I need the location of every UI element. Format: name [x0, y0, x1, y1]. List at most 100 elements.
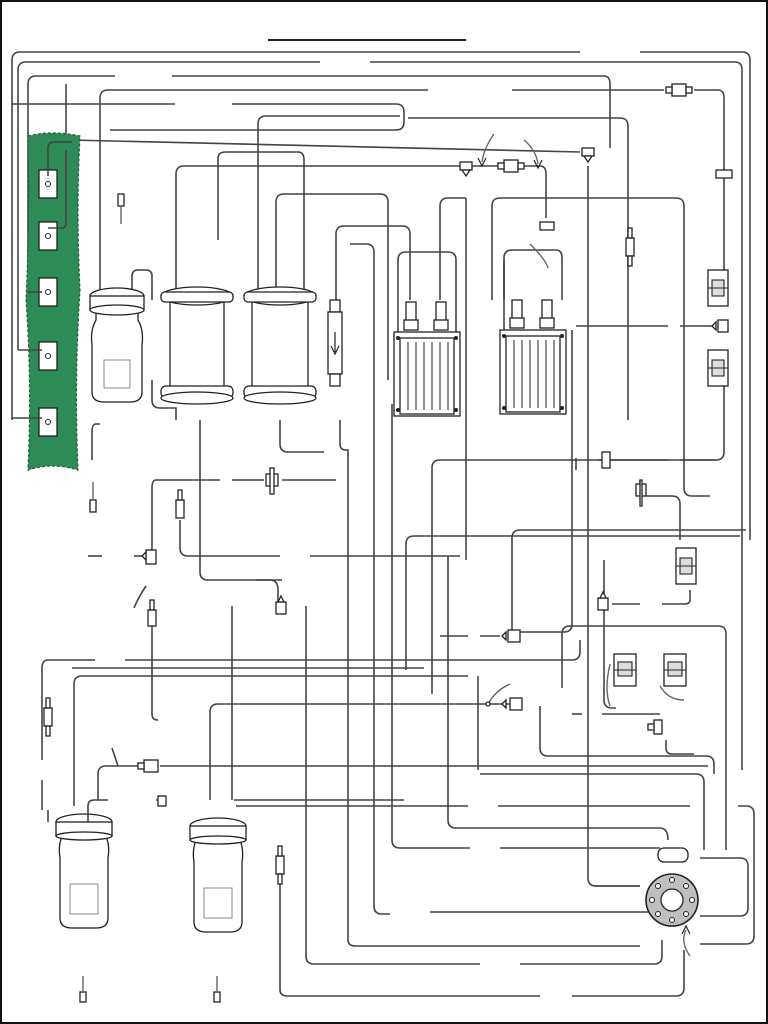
check-valve-left-top	[117, 193, 125, 224]
tube-reservoir-link	[217, 151, 305, 292]
tube-pump-in-4	[305, 606, 480, 965]
tube-reservoir-2-top	[257, 115, 400, 290]
tube-top-loop-3	[370, 61, 743, 770]
panel-tube-1	[47, 141, 72, 176]
small-fittings	[43, 83, 733, 1003]
check-valve-left-bottle	[43, 697, 53, 737]
valve-block-right-1	[707, 269, 729, 307]
fitting-800	[157, 795, 167, 807]
check-valve-top-mid	[497, 159, 525, 173]
tube-filter-1-a	[335, 225, 411, 300]
tee-right-496	[635, 479, 647, 507]
tube-right-return	[431, 380, 725, 694]
valve-block-right-5	[663, 653, 687, 687]
tube-filter-2-out	[514, 330, 573, 633]
tube-res-b-in	[209, 703, 232, 800]
green-panel	[12, 132, 81, 471]
drain-bottom-1	[79, 976, 87, 1003]
tube-stub-curve	[133, 585, 147, 609]
flow-cell	[327, 299, 343, 387]
tube-curve-704	[487, 683, 511, 705]
tube-res-1-out	[199, 420, 282, 581]
tube-long-drop-2	[587, 166, 640, 887]
tube-left-bottle-drop	[41, 659, 49, 760]
flow-arrow-curve-2	[523, 139, 539, 165]
tube-pump-in-6	[279, 880, 540, 997]
tube-h-556-left	[179, 520, 280, 557]
tube-pump-in-5	[520, 940, 663, 965]
check-valve-880	[275, 845, 285, 885]
arrow-head-2-icon	[533, 159, 543, 170]
tube-res-a-stub	[111, 747, 119, 767]
valve-704	[501, 697, 523, 711]
valve-block-right-3	[675, 547, 697, 585]
drain-bottom-2	[213, 976, 221, 1003]
tube-h-756	[539, 706, 715, 774]
tube-right-tee-down	[603, 560, 616, 709]
tee-636	[501, 629, 521, 643]
check-valve-right-drop	[625, 227, 635, 267]
pump-head	[645, 847, 699, 957]
tube-left-tee-up	[151, 479, 157, 552]
tube-reservoir-2-mid	[275, 193, 389, 380]
tube-panel-3	[27, 75, 115, 290]
tube-top-loop-1	[11, 51, 580, 420]
panel-port-4	[38, 341, 58, 371]
tube-long-drop-3	[339, 420, 640, 947]
tube-h-676	[73, 675, 468, 806]
tube-bottle-1-out	[151, 380, 177, 420]
tube-h-774	[480, 773, 705, 850]
pump-rotation-arrow	[683, 929, 691, 957]
filter-block-2	[499, 243, 567, 415]
reservoir-b	[189, 817, 247, 933]
tube-filter-1-out	[391, 404, 470, 849]
tube-filter-2-loop	[491, 197, 710, 497]
reservoir-2	[243, 286, 317, 405]
check-valve-left-618	[147, 599, 157, 627]
valve-block-right-4	[613, 653, 637, 687]
tube-right-branch-drop	[717, 625, 727, 850]
tube-left-tee-down	[151, 625, 159, 721]
tee-480-mid	[265, 467, 279, 495]
coupler-right-1	[715, 169, 733, 179]
arrow-head-1-icon	[477, 157, 487, 168]
tube-reservoir-1-top	[175, 165, 460, 290]
tube-right-branch	[561, 625, 718, 688]
tube-long-drop-1	[350, 243, 390, 915]
tube-block-out	[662, 590, 691, 605]
tube-res-1-out-b	[256, 579, 279, 602]
tube-pump-loop-right	[700, 805, 755, 945]
tee-right-mid	[711, 319, 729, 333]
reservoir-a	[47, 799, 113, 929]
panel-port-5	[38, 407, 58, 437]
reservoir-1	[160, 286, 234, 405]
tube-mid-h-2	[405, 535, 740, 670]
tube-bottle-1-in	[131, 269, 153, 300]
tee-right-460	[601, 451, 611, 469]
tee-mid-606	[275, 594, 287, 615]
pump-arrow-head-icon	[681, 924, 691, 935]
drain-left-1	[89, 482, 97, 513]
tee-left-556	[141, 549, 157, 565]
tube-pump-in-2	[447, 556, 669, 841]
tee-right-604	[597, 590, 609, 611]
tube-right-drop	[408, 117, 629, 420]
coupler-filter-2	[539, 221, 555, 231]
tube-long-mid-h	[511, 529, 746, 630]
tube-top-loop-2	[17, 61, 320, 350]
tubing-network	[11, 51, 755, 997]
tube-manifold-top	[172, 75, 611, 148]
tube-res-a-in	[97, 765, 150, 800]
check-valve-right-728	[647, 719, 663, 735]
valve-block-right-2	[707, 349, 729, 387]
tube-valve-drop	[665, 740, 694, 755]
panel-port-1	[38, 169, 58, 199]
check-valve-766	[137, 759, 159, 773]
flow-arrow-curve-1	[481, 133, 495, 163]
bottle-1	[89, 287, 145, 403]
tube-filter-2-top	[503, 249, 563, 300]
tube-pump-in-7	[572, 950, 685, 997]
tube-end-704	[485, 701, 491, 707]
